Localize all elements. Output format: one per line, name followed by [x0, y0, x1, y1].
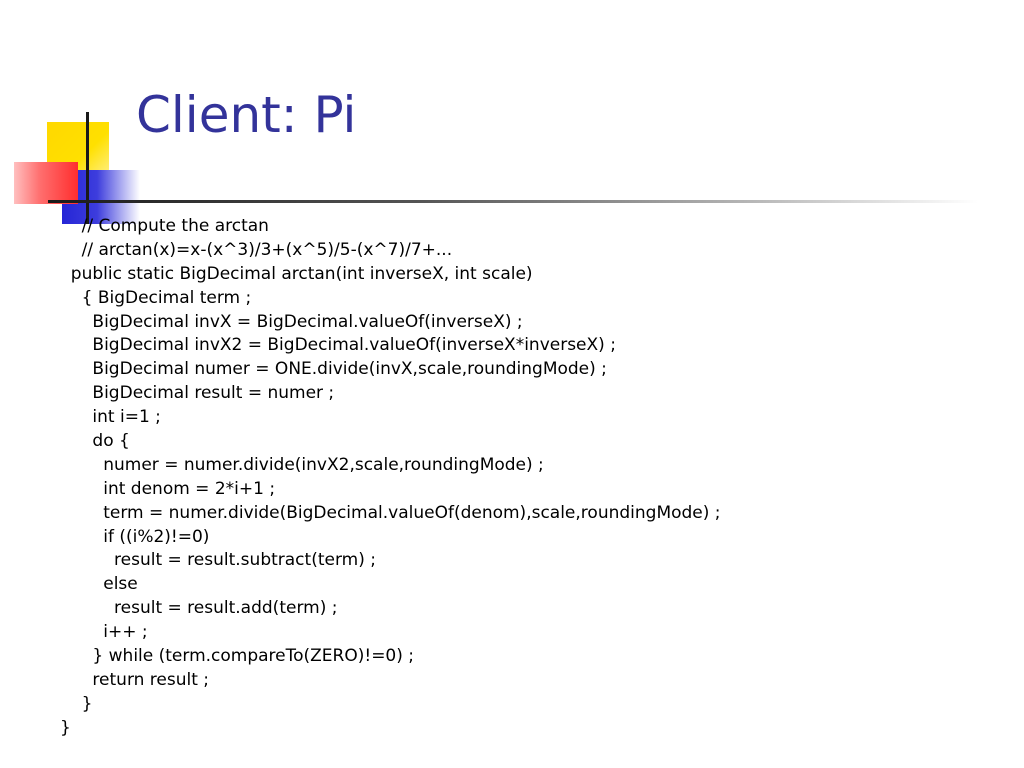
code-line: int denom = 2*i+1 ; — [60, 478, 276, 499]
code-line: { BigDecimal term ; — [60, 287, 252, 308]
code-line: term = numer.divide(BigDecimal.valueOf(d… — [60, 502, 721, 523]
code-line: result = result.subtract(term) ; — [60, 550, 376, 571]
code-line: int i=1 ; — [60, 407, 161, 428]
code-line: numer = numer.divide(invX2,scale,roundin… — [60, 454, 544, 475]
code-line: // arctan(x)=x-(x^3)/3+(x^5)/5-(x^7)/7+.… — [60, 239, 453, 260]
code-line: BigDecimal result = numer ; — [60, 383, 335, 404]
code-line: BigDecimal invX = BigDecimal.valueOf(inv… — [60, 311, 523, 332]
code-line: BigDecimal invX2 = BigDecimal.valueOf(in… — [60, 335, 616, 356]
code-line: result = result.add(term) ; — [60, 598, 338, 619]
code-line: // Compute the arctan — [60, 216, 269, 236]
code-line: do { — [60, 431, 130, 452]
code-line: BigDecimal numer = ONE.divide(invX,scale… — [60, 359, 607, 380]
code-line: i++ ; — [60, 622, 148, 643]
code-line: return result ; — [60, 669, 210, 690]
title-underline-rule — [48, 200, 978, 203]
code-line: } — [60, 693, 93, 714]
code-block: // Compute the arctan // arctan(x)=x-(x^… — [60, 215, 1000, 741]
code-line: } — [60, 717, 71, 738]
slide-title: Client: Pi — [136, 86, 357, 144]
vertical-rule-decoration — [86, 112, 89, 224]
code-line: public static BigDecimal arctan(int inve… — [60, 263, 533, 284]
red-square-decoration — [14, 162, 78, 204]
code-line: else — [60, 574, 138, 595]
code-line: } while (term.compareTo(ZERO)!=0) ; — [60, 646, 415, 667]
code-line: if ((i%2)!=0) — [60, 526, 210, 547]
